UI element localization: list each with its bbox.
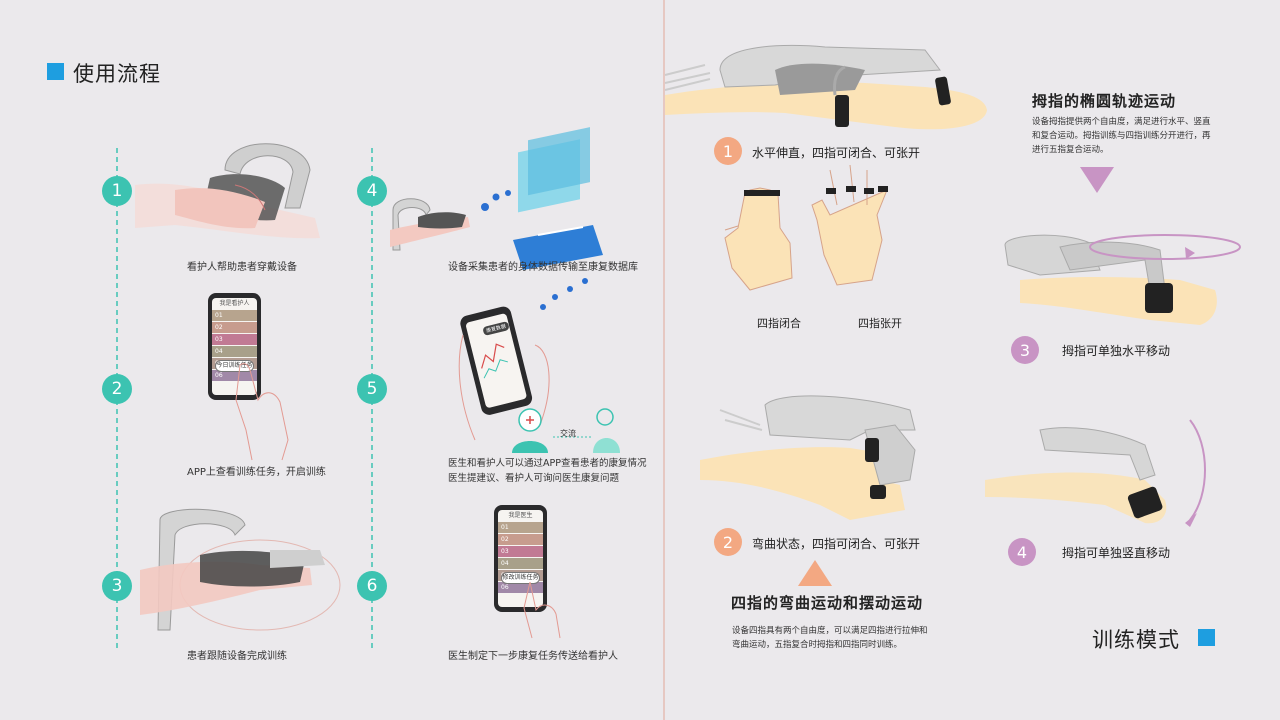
task-row: 06 [498, 582, 543, 593]
step-1-illustration [135, 143, 320, 239]
mode-2-illustration [700, 395, 916, 520]
step-4-badge: 4 [357, 176, 387, 206]
phone-header: 我是医生 [508, 512, 533, 519]
mode-1-caption: 水平伸直，四指可闭合、可张开 [752, 146, 921, 160]
task-row: 03 [212, 334, 257, 345]
today-task-button[interactable]: 今日训练任务 [215, 360, 254, 372]
doctor-phone-screen: 我是医生 01 02 03 04 05 06 修改训练任务 [498, 510, 543, 607]
task-row: 04 [498, 558, 543, 569]
caregiver-phone-screen: 我是看护人 01 02 03 04 05 06 今日训练任务 [212, 298, 257, 395]
mode-4-illustration [985, 419, 1206, 527]
hand-open-illustration [811, 164, 888, 286]
doctor-phone: 我是医生 01 02 03 04 05 06 修改训练任务 [494, 505, 547, 612]
step-6-badge: 6 [357, 571, 387, 601]
task-row: 01 [212, 310, 257, 321]
mode-1-illustration [664, 44, 987, 130]
hand-outline [523, 581, 561, 639]
step-5-phone-illustration [458, 306, 550, 441]
step-4-caption: 设备采集患者的身体数据传输至康复数据库 [448, 262, 638, 273]
doctor-caregiver-exchange [512, 408, 620, 453]
step-2-caption: APP上查看训练任务，开启训练 [187, 467, 326, 478]
phone-header: 我是看护人 [219, 300, 250, 307]
step-6-caption: 医生制定下一步康复任务传送给看护人 [448, 651, 618, 662]
mode-3-badge: 3 [1011, 336, 1039, 364]
step-5-badge: 5 [357, 374, 387, 404]
task-row: 04 [212, 346, 257, 357]
hands-closed-label: 四指闭合 [757, 317, 801, 330]
thumb-title: 拇指的椭圆轨迹运动 [1032, 92, 1177, 110]
task-row: 01 [498, 522, 543, 533]
mode-3-caption: 拇指可单独水平移动 [1062, 344, 1171, 358]
step-3-illustration [140, 508, 341, 631]
mode-2-caption: 弯曲状态，四指可闭合、可张开 [752, 537, 921, 551]
hand-closed-illustration [724, 187, 793, 291]
step-3-caption: 患者跟随设备完成训练 [187, 651, 287, 662]
caregiver-phone: 我是看护人 01 02 03 04 05 06 今日训练任务 [208, 293, 261, 400]
four-finger-triangle-icon [798, 560, 832, 586]
task-row: 02 [498, 534, 543, 545]
step-3-badge: 3 [102, 571, 132, 601]
mode-4-caption: 拇指可单独竖直移动 [1062, 546, 1171, 560]
task-row: 06 [212, 370, 257, 381]
exchange-label: 交流 [560, 429, 576, 438]
step-2-badge: 2 [102, 374, 132, 404]
thumb-desc: 设备拇指提供两个自由度，满足进行水平、竖直和复合运动。拇指训练与四指训练分开进行… [1032, 117, 1211, 155]
step-1-badge: 1 [102, 176, 132, 206]
data-flow-dots [540, 278, 588, 310]
step-4-illustration [390, 127, 603, 270]
panel-divider [663, 0, 665, 720]
edit-task-button[interactable]: 修改训练任务 [501, 572, 540, 584]
usage-flow-title: 使用流程 [73, 62, 161, 86]
mode-3-illustration [1004, 234, 1241, 325]
step-5-caption: 医生和看护人可以通过APP查看患者的康复情况 医生提建议、看护人可询问医生康复问… [448, 458, 647, 484]
hands-open-label: 四指张开 [858, 317, 902, 330]
four-finger-title: 四指的弯曲运动和摆动运动 [731, 594, 924, 612]
thumb-triangle-icon [1080, 167, 1114, 193]
four-finger-desc: 设备四指具有两个自由度，可以满足四指进行拉伸和弯曲运动，五指复合时拇指和四指同时… [732, 626, 928, 650]
title-marker-square [47, 63, 64, 80]
training-mode-title: 训练模式 [1092, 628, 1180, 652]
mode-4-badge: 4 [1008, 538, 1036, 566]
title-marker-square [1198, 629, 1215, 646]
task-row: 03 [498, 546, 543, 557]
mode-2-badge: 2 [714, 528, 742, 556]
task-row: 02 [212, 322, 257, 333]
mode-1-badge: 1 [714, 137, 742, 165]
step-1-caption: 看护人帮助患者穿戴设备 [187, 262, 297, 273]
hand-outline [235, 363, 289, 461]
